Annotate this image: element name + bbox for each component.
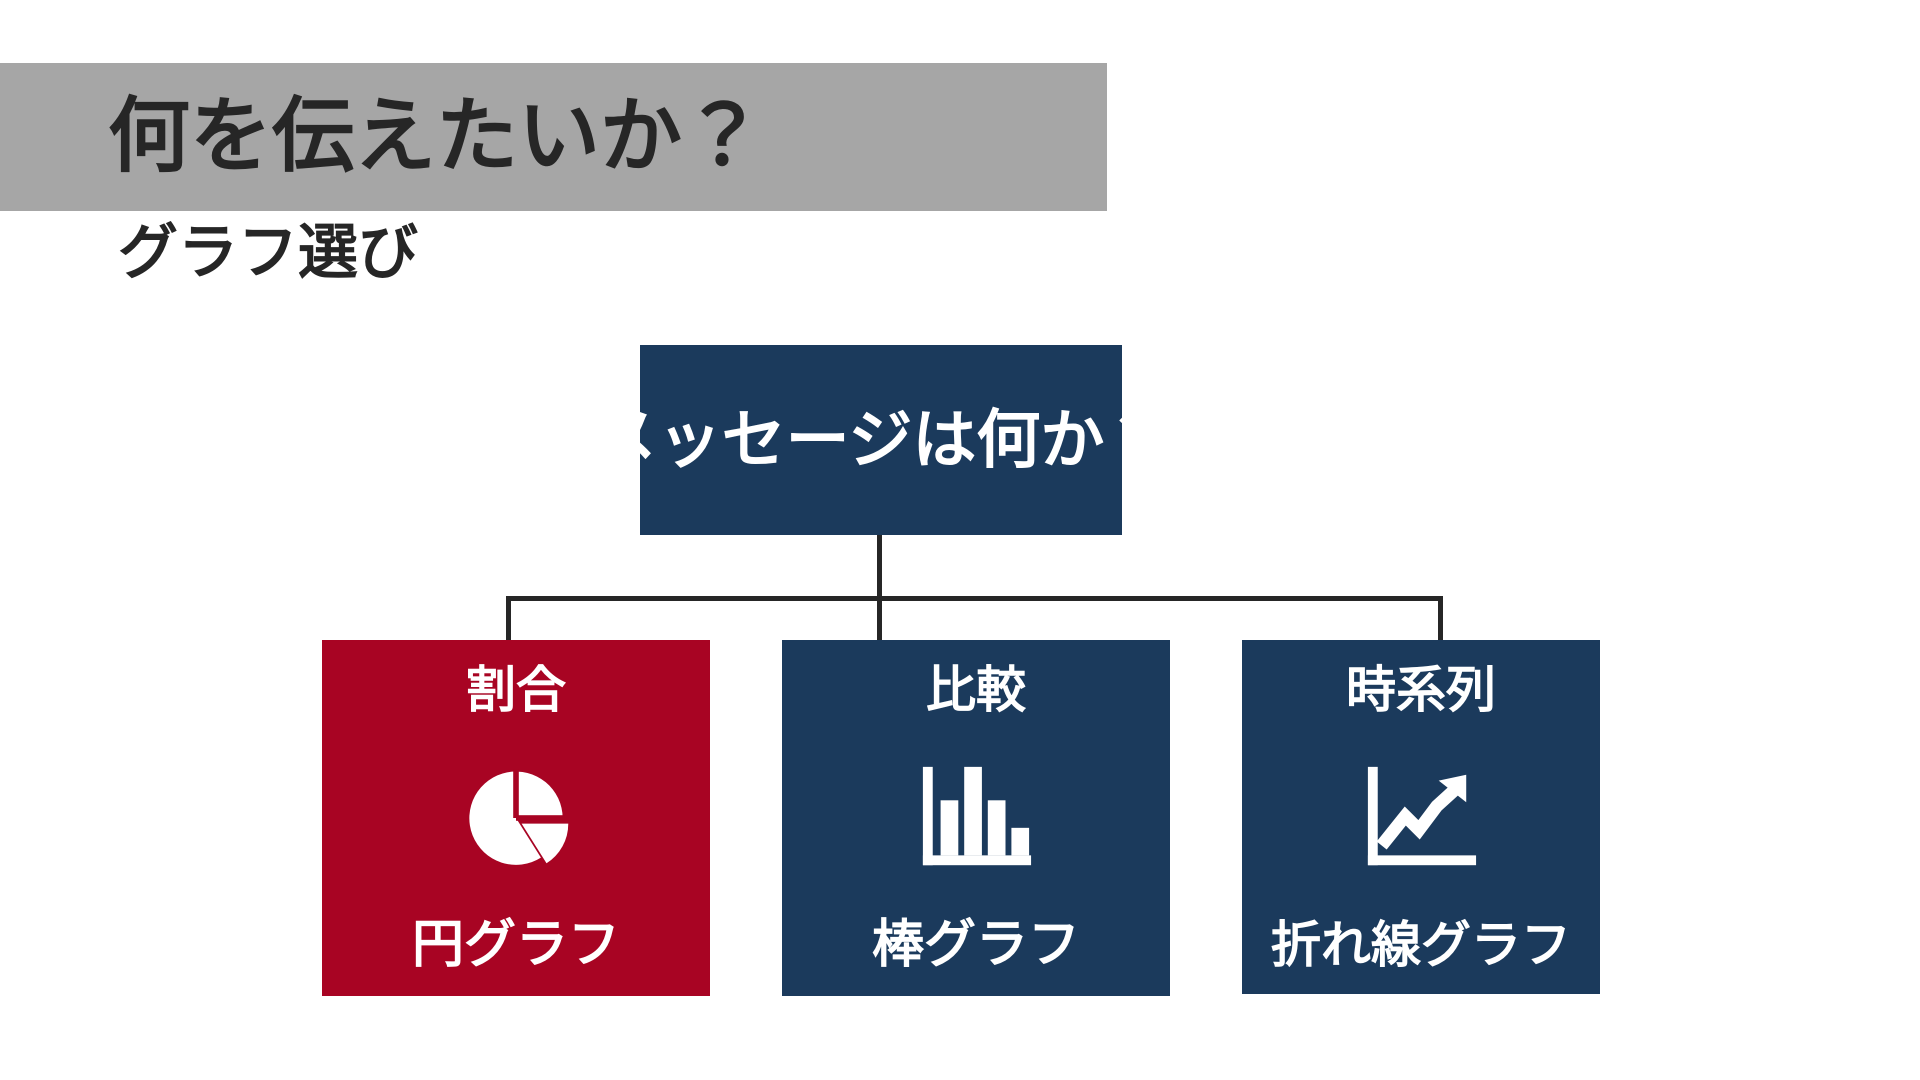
node-ratio-caption: 円グラフ [411,916,620,975]
node-root-message[interactable]: メッセージは何か？ [594,345,1168,535]
node-compare[interactable]: 比較 棒グラフ [782,640,1170,996]
page-title: 何を伝えたいか？ [108,91,765,182]
node-compare-title: 比較 [926,662,1026,718]
node-timeseries[interactable]: 時系列 折れ線グラフ [1242,640,1600,994]
connector-drop-timeseries [1438,596,1443,642]
connector-drop-ratio [506,596,511,642]
pie-chart-icon [469,769,569,865]
title-banner [0,63,1107,211]
connector-drop-compare [877,596,882,642]
page-subtitle: グラフ選び [118,219,418,286]
connector-bus [506,596,1443,601]
node-timeseries-title: 時系列 [1346,662,1496,718]
connector-stem [877,535,882,600]
node-ratio[interactable]: 割合 円グラフ [322,640,710,996]
node-compare-caption: 棒グラフ [871,916,1080,975]
node-root-label: メッセージは何か？ [593,403,1169,476]
bar-chart-icon [922,766,1032,866]
line-chart-icon [1367,766,1477,866]
node-ratio-title: 割合 [466,662,566,718]
node-timeseries-caption: 折れ線グラフ [1271,916,1571,973]
